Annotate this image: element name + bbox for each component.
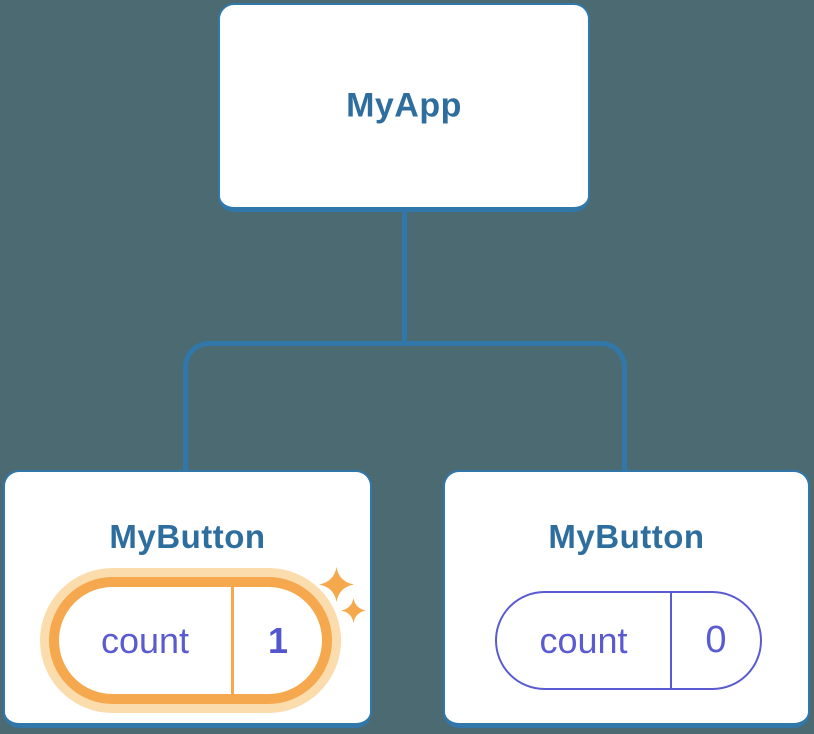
sparkle-icon <box>319 567 354 602</box>
state-value: 0 <box>705 619 727 661</box>
node-title: MyButton <box>109 518 266 555</box>
state-pill-highlighted: count 1 <box>49 577 332 704</box>
node-mybutton-right: MyButton count 0 <box>443 470 810 728</box>
node-title: MyButton <box>548 518 705 555</box>
state-name: count <box>100 619 190 661</box>
state-pill: count 0 <box>495 591 762 690</box>
sparkle-icon <box>341 598 366 623</box>
pill-divider <box>231 587 234 694</box>
node-mybutton-left: MyButton count 1 <box>3 470 372 728</box>
state-name: count <box>539 619 628 661</box>
connector-stem <box>402 210 407 344</box>
state-value: 1 <box>267 619 289 661</box>
pill-divider <box>670 593 672 688</box>
node-myapp: MyApp <box>218 3 590 212</box>
node-title: MyApp <box>346 86 462 125</box>
connector-bracket <box>183 341 627 472</box>
